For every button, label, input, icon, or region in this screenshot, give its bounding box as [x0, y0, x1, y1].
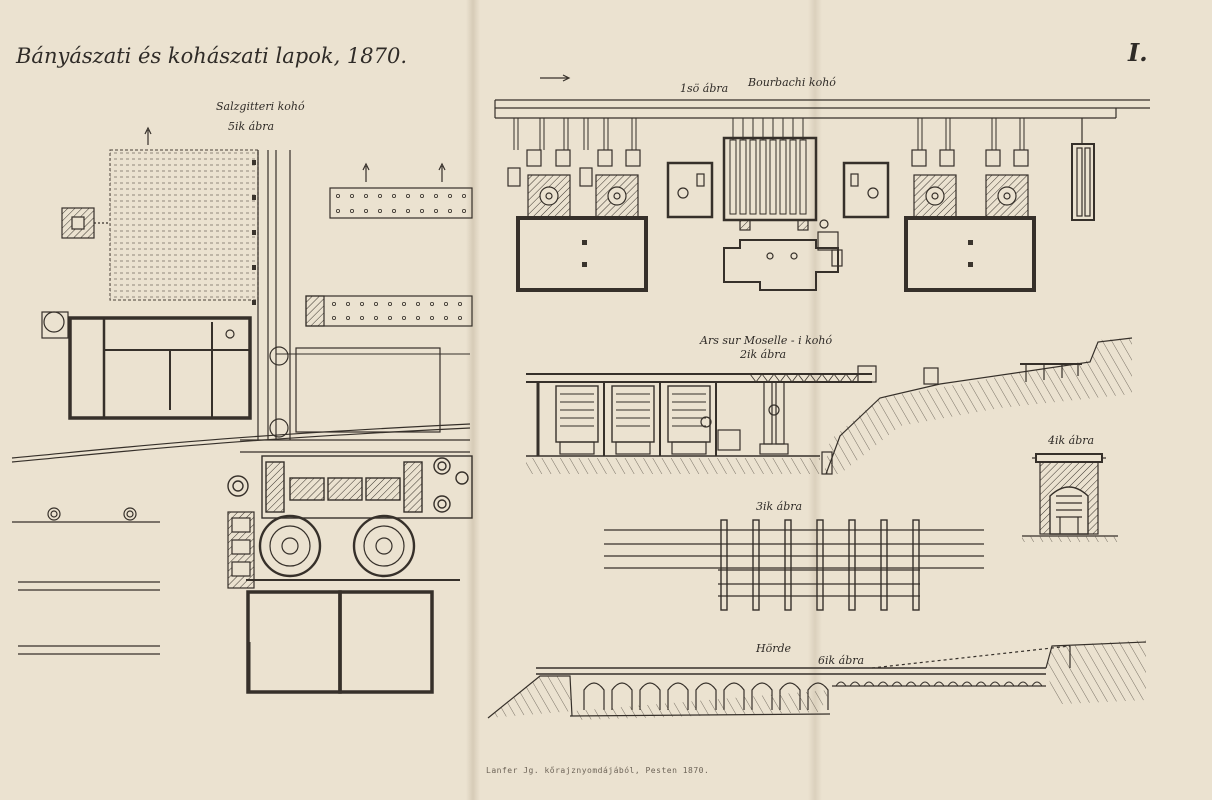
- plate-number: I.: [1128, 38, 1148, 67]
- fig6-drawing: [487, 640, 1147, 720]
- fold-shadow-left: [466, 0, 480, 800]
- fig1-title: Bourbachi kohó: [748, 76, 836, 89]
- fig1-drawing: [494, 74, 1150, 292]
- fig4-drawing: [1022, 453, 1118, 542]
- fig3-drawing: [604, 519, 984, 611]
- fig3-number: 3ik ábra: [756, 500, 803, 513]
- fig5-drawing: [11, 126, 473, 694]
- journal-title: Bányászati és kohászati lapok, 1870.: [16, 44, 408, 68]
- fig2-title: Ars sur Moselle - i kohó: [700, 334, 833, 347]
- fig6-number: 6ik ábra: [818, 654, 865, 667]
- fig2-drawing: [526, 337, 1133, 475]
- fig5-title: Salzgitteri kohó: [216, 100, 305, 113]
- fig5-number: 5ik ábra: [228, 120, 275, 133]
- printer-imprint: Lanfer Jg. kőrajznyomdájából, Pesten 187…: [486, 766, 710, 775]
- fold-shadow-right: [808, 0, 822, 800]
- fig1-number: 1sö ábra: [680, 82, 729, 95]
- fig2-number: 2ik ábra: [740, 348, 787, 361]
- fig6-title: Hörde: [756, 642, 792, 655]
- fig4-number: 4ik ábra: [1048, 434, 1095, 447]
